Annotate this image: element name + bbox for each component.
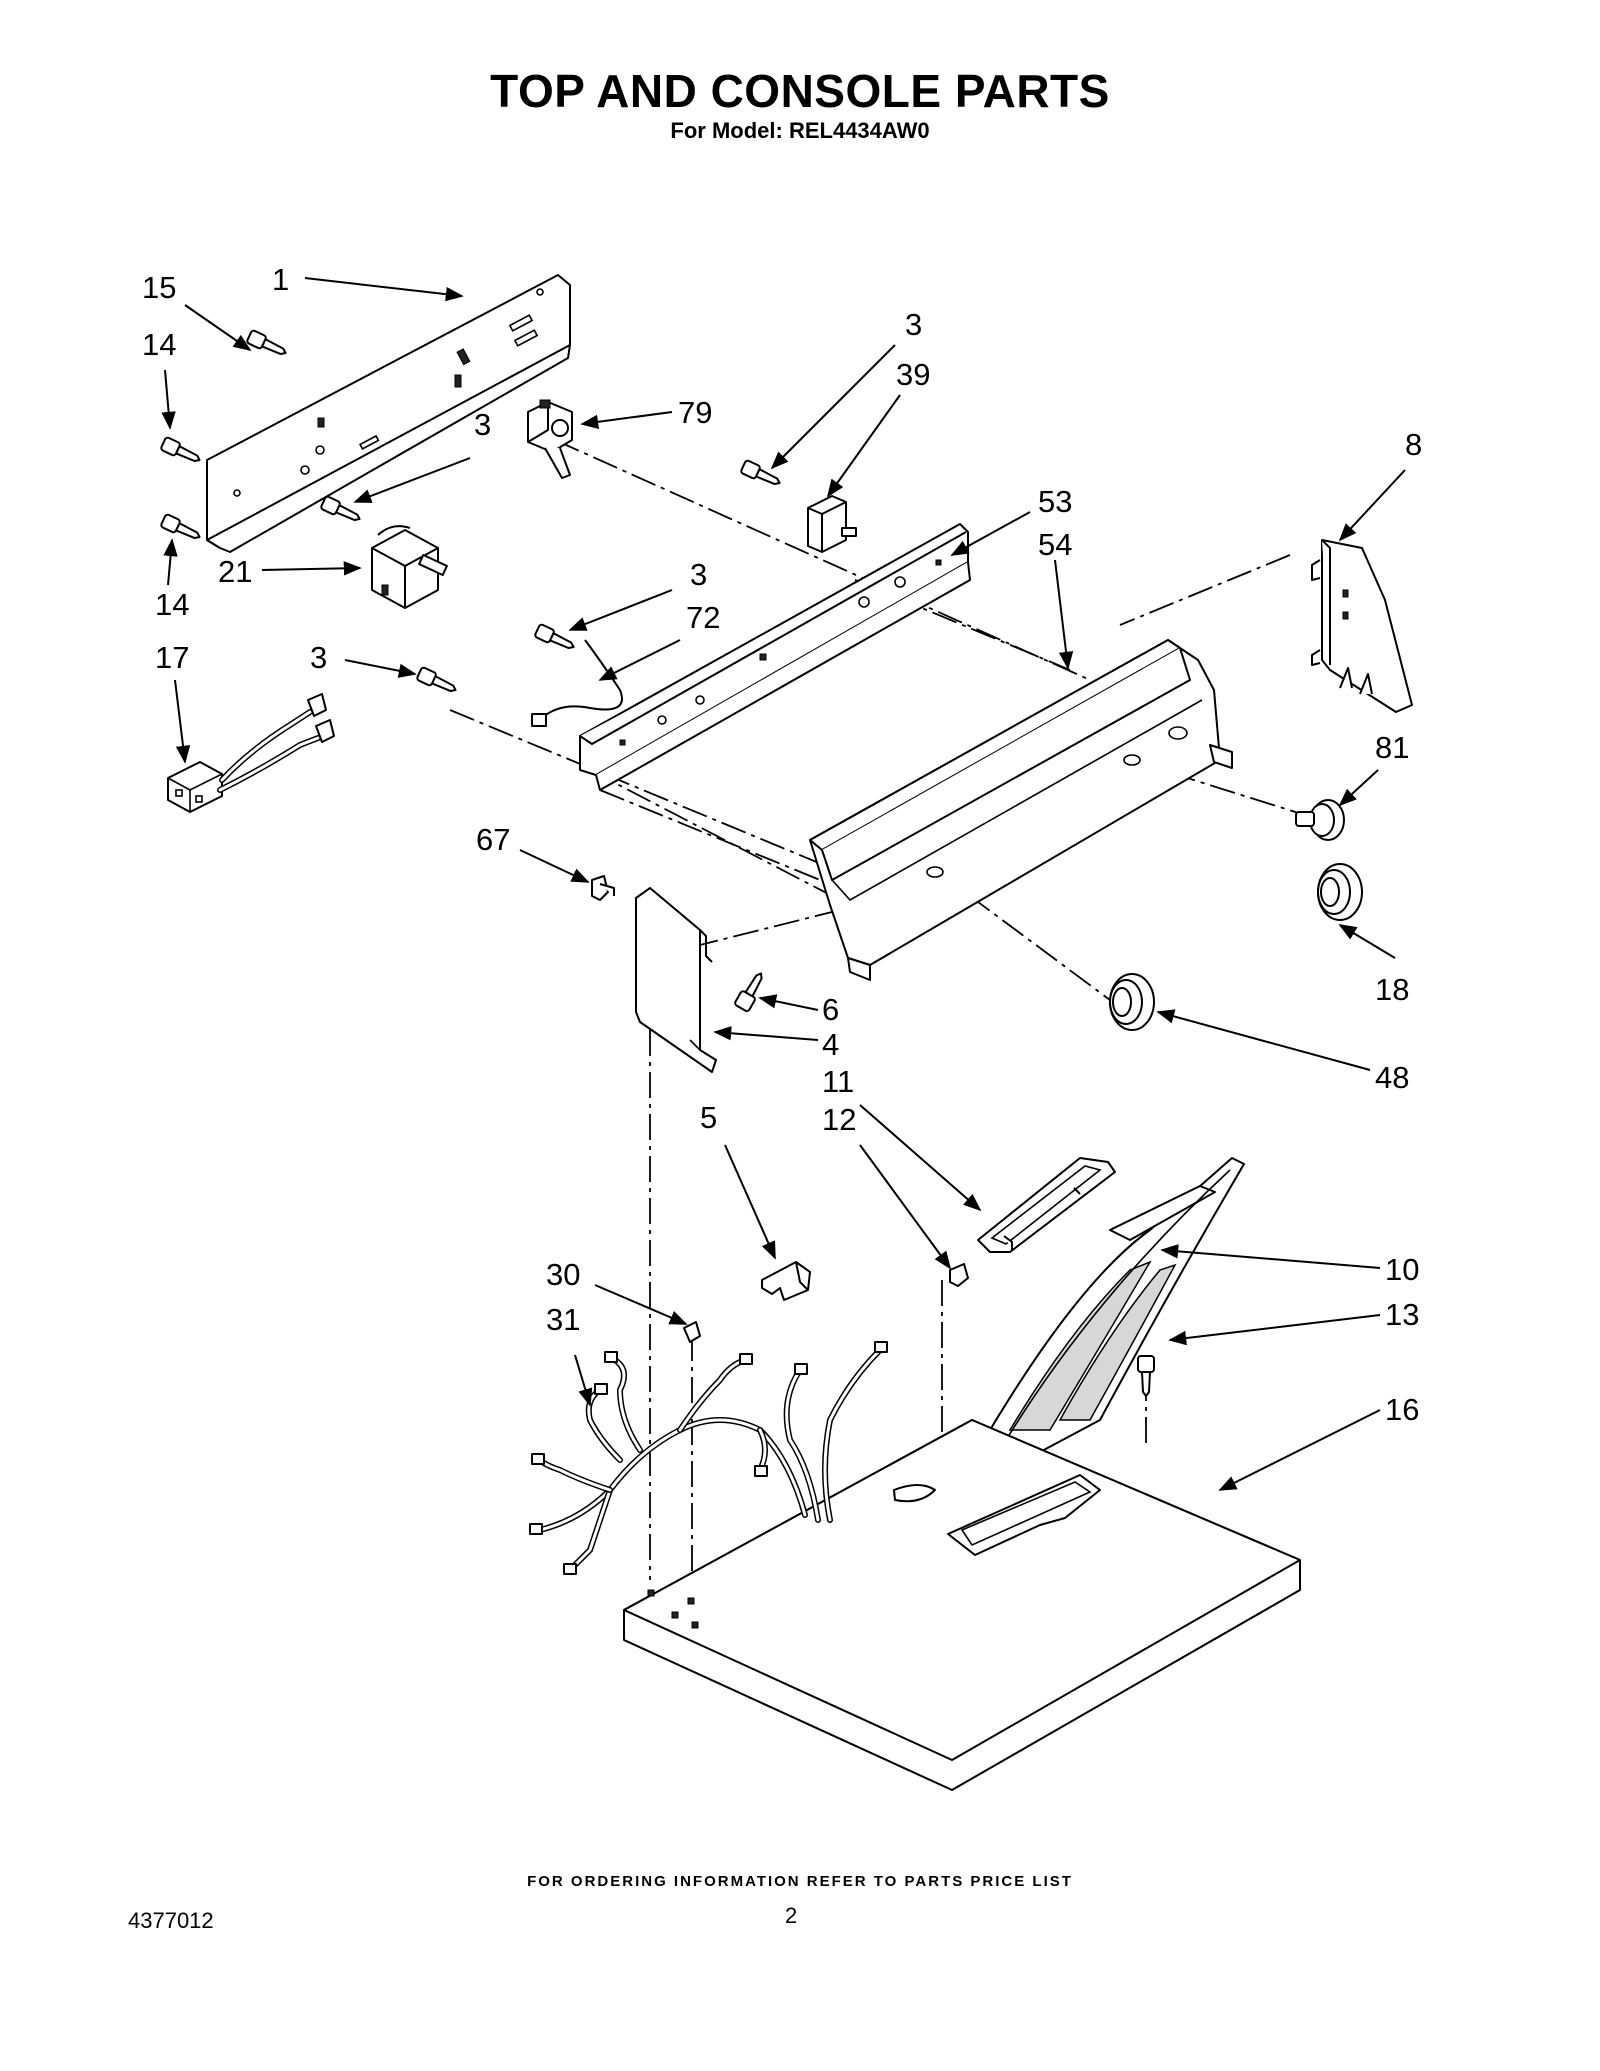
- callout-17: 17: [155, 640, 189, 675]
- switch-39: [807, 495, 857, 553]
- page-number: 2: [785, 1903, 798, 1928]
- document-number: 4377012: [128, 1908, 214, 1933]
- console-54: [809, 639, 1233, 981]
- callout-72: 72: [686, 600, 720, 635]
- top-16: [623, 1419, 1301, 1791]
- clip-12: [949, 1263, 969, 1287]
- callout-6: 6: [822, 992, 839, 1027]
- callout-3c: 3: [905, 307, 922, 342]
- callout-11: 11: [822, 1064, 854, 1099]
- callout-18: 18: [1375, 972, 1409, 1007]
- callout-5: 5: [700, 1100, 717, 1135]
- callout-79: 79: [678, 395, 712, 430]
- screw-13: [1137, 1355, 1155, 1397]
- callout-12: 12: [822, 1102, 856, 1137]
- page-title: TOP AND CONSOLE PARTS: [490, 65, 1110, 117]
- model-subtitle: For Model: REL4434AW0: [670, 118, 930, 143]
- callout-4: 4: [822, 1027, 839, 1062]
- callout-leaders: [161, 277, 1406, 1491]
- screws: [160, 329, 1155, 1397]
- harness-17: [167, 693, 335, 813]
- knob-81: [1295, 799, 1345, 841]
- screw-3d: [534, 623, 575, 650]
- lint-cover-11: [977, 1157, 1116, 1253]
- clip-67: [591, 875, 615, 901]
- callout-3d: 3: [690, 557, 707, 592]
- callout-54: 54: [1038, 527, 1072, 562]
- callout-67: 67: [476, 822, 510, 857]
- callout-21: 21: [218, 554, 252, 589]
- clip-30: [683, 1321, 701, 1343]
- screw-14b: [160, 513, 201, 540]
- callout-8: 8: [1405, 427, 1422, 462]
- timer-21: [371, 525, 448, 609]
- callout-39: 39: [896, 357, 930, 392]
- console-rear-bracket: [206, 274, 571, 553]
- switch-79: [527, 399, 573, 479]
- callout-14a: 14: [142, 327, 176, 362]
- screw-15: [246, 329, 287, 356]
- harness-31: [529, 1341, 888, 1575]
- screw-3b: [416, 666, 457, 693]
- callout-1: 1: [272, 262, 289, 297]
- callout-15: 15: [142, 270, 176, 305]
- end-cap-8: [1311, 539, 1413, 713]
- side-panel-4: [635, 887, 717, 1073]
- callout-13: 13: [1385, 1297, 1419, 1332]
- callout-16: 16: [1385, 1392, 1419, 1427]
- callout-10: 10: [1385, 1252, 1419, 1287]
- callout-14b: 14: [155, 587, 189, 622]
- callout-53: 53: [1038, 484, 1072, 519]
- callout-31: 31: [546, 1302, 580, 1337]
- screw-6: [734, 972, 763, 1013]
- lint-screen-10: [989, 1157, 1245, 1471]
- callout-3a: 3: [474, 407, 491, 442]
- callout-81: 81: [1375, 730, 1409, 765]
- screw-3c: [740, 459, 781, 486]
- clip-5: [761, 1261, 811, 1301]
- ordering-note: FOR ORDERING INFORMATION REFER TO PARTS …: [527, 1873, 1073, 1890]
- screw-3a: [320, 495, 361, 522]
- console-front-bracket: [579, 523, 971, 791]
- callout-3b: 3: [310, 640, 327, 675]
- callout-labels: 15 1 14 3 14 21 17 3 79 3 39 3 72 53 54 …: [142, 262, 1422, 1427]
- callout-48: 48: [1375, 1060, 1409, 1095]
- knob-48: [1109, 973, 1155, 1031]
- screw-14a: [160, 436, 201, 463]
- wire-72: [531, 639, 623, 727]
- knob-18: [1317, 863, 1363, 921]
- callout-30: 30: [546, 1257, 580, 1292]
